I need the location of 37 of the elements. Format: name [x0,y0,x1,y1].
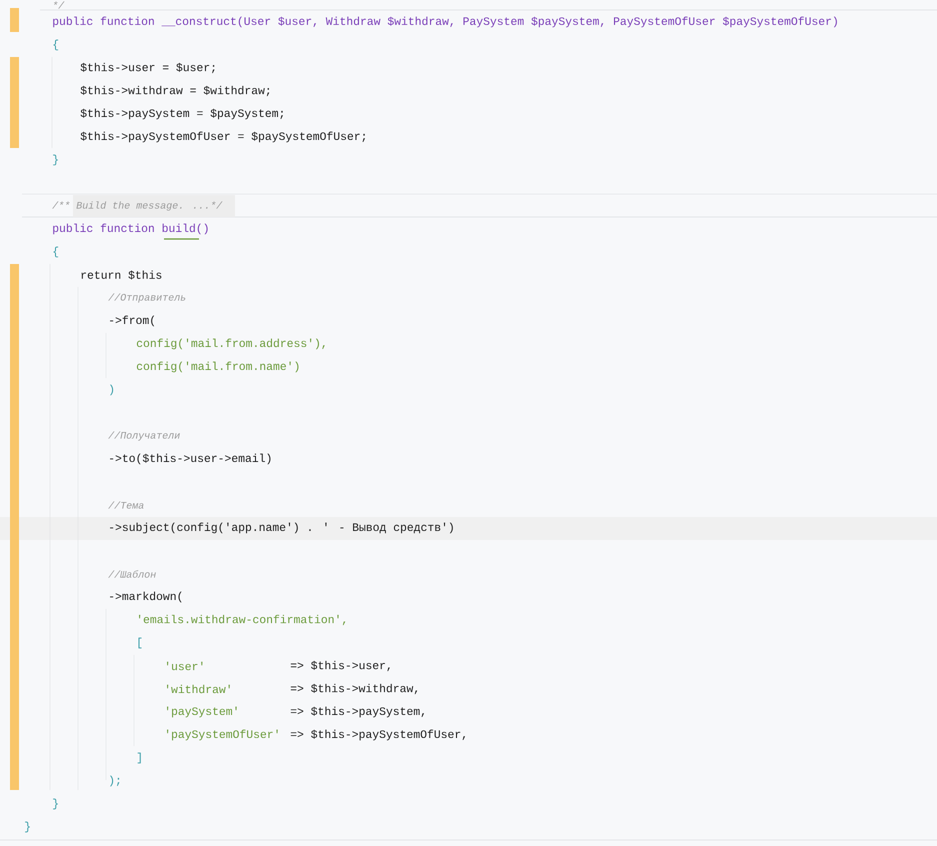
code-line: 'paySystem' [167,706,237,718]
code-line: config('mail.from.address'), [136,338,325,350]
code-line: $this->paySystemOfUser = $paySystemOfUser; [80,132,366,142]
code-line: } [53,154,58,166]
code-line: ->to($this->user->email) [110,454,270,464]
code-line: 'emails.withdraw-confirmation', [139,614,346,626]
code-line: => $this->user, [290,660,390,672]
code-line: => $this->paySystem, [290,706,424,718]
code-line: $this->withdraw = $withdraw; [80,86,270,96]
code-line: ); [110,776,120,786]
code-line: 'paySystemOfUser' [167,730,278,740]
code-comment: //Шаблон [108,570,156,578]
code-line: ->subject(config('app.name') . ' - Вывод средств') [110,522,453,534]
code-line: config('mail.from.name') [136,362,298,372]
code-line: [ [138,638,142,648]
code-line: 'withdraw' [167,684,230,694]
code-line: 'user' [167,662,202,670]
code-line: ] [138,752,141,764]
code-comment: //Отправитель [108,293,186,303]
code-line: public function __construct(User $user, Withdraw $withdraw, PaySystem $paySystem, PaySystemOfUser $paySystemOfUser) [53,16,837,28]
code-line: => $this->withdraw, [290,684,418,694]
code-line: ) [110,384,114,396]
code-comment: */ [54,1,65,9]
code-line: $this->user = $user; [80,62,215,74]
code-line: } [53,798,58,810]
code-comment: //Получатели [108,431,180,441]
code-comment: /** Build the message. ...*/ [52,201,223,211]
code-line: ->from( [110,316,154,326]
code-line: return $this [82,270,162,280]
code-comment: //Тема [108,501,144,509]
code-line: public function build() [53,224,208,234]
code-line: { [53,246,58,258]
code-line: => $this->paySystemOfUser, [290,730,466,740]
code-line: { [53,40,58,50]
code-line: } [25,822,30,832]
code-line: $this->paySystem = $paySystem; [80,108,283,120]
code-line: ->markdown( [110,592,182,602]
